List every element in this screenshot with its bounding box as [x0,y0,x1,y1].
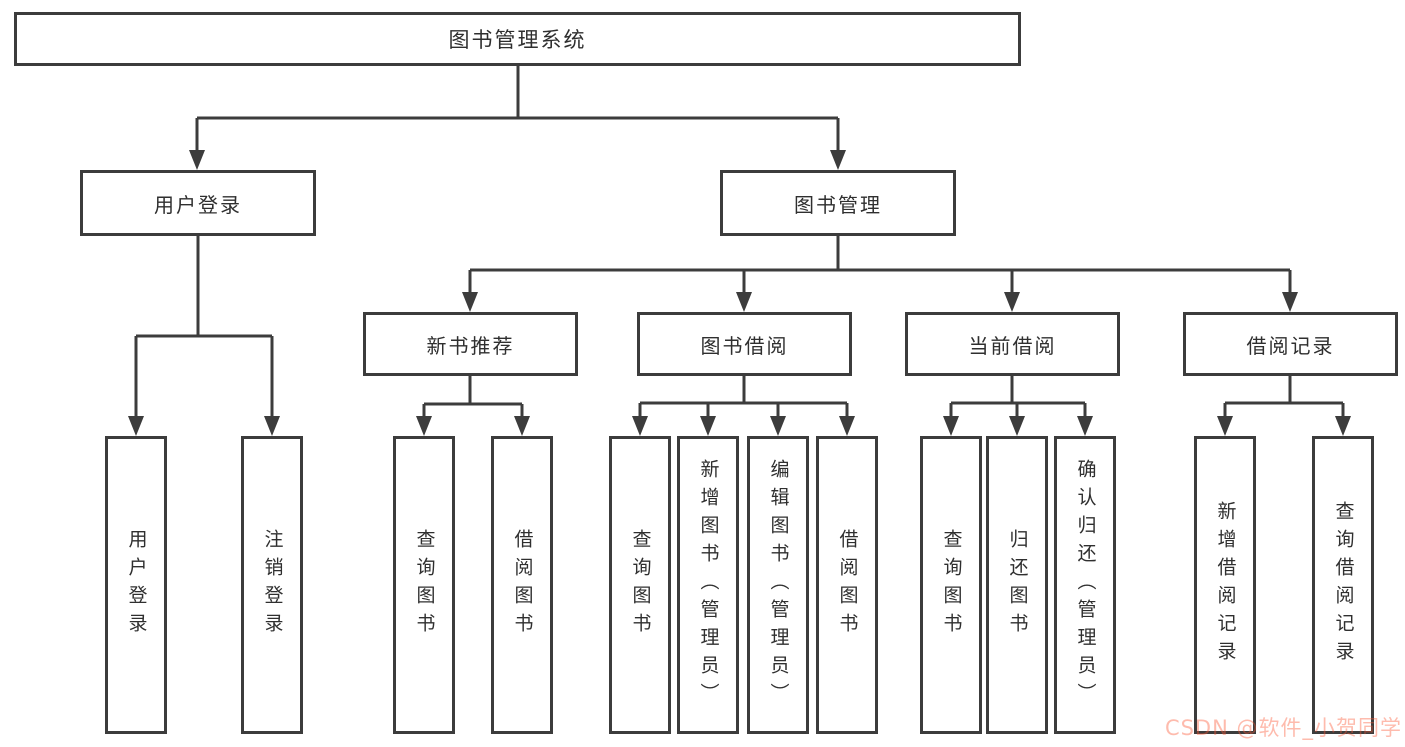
leaf-edit-book-admin: 编辑图书（管理员） [747,436,809,734]
leaf-query-books-borrowing: 查询图书 [609,436,671,734]
leaf-logout: 注销登录 [241,436,303,734]
node-user-login: 用户登录 [80,170,316,236]
leaf-user-login: 用户登录 [105,436,167,734]
node-book-borrowing: 图书借阅 [637,312,852,376]
node-borrowing-records: 借阅记录 [1183,312,1398,376]
node-label: 查询图书 [629,529,652,641]
leaf-query-books-recommend: 查询图书 [393,436,455,734]
node-current-borrowing: 当前借阅 [905,312,1120,376]
node-label: 确认归还（管理员） [1074,459,1097,711]
node-new-book-recommendation: 新书推荐 [363,312,578,376]
leaf-confirm-return-admin: 确认归还（管理员） [1054,436,1116,734]
node-label: 借阅图书 [511,529,534,641]
node-label: 归还图书 [1006,529,1029,641]
leaf-add-book-admin: 新增图书（管理员） [677,436,739,734]
node-label: 新增图书（管理员） [697,459,720,711]
leaf-return-book: 归还图书 [986,436,1048,734]
node-label: 查询借阅记录 [1332,501,1355,669]
node-library-management-system: 图书管理系统 [14,12,1021,66]
node-label: 注销登录 [261,529,284,641]
leaf-borrow-books-recommend: 借阅图书 [491,436,553,734]
node-label: 查询图书 [940,529,963,641]
arrowheads [128,150,1351,436]
node-book-management: 图书管理 [720,170,956,236]
node-label: 编辑图书（管理员） [767,459,790,711]
node-label: 查询图书 [413,529,436,641]
node-label: 新书推荐 [426,333,515,358]
node-label: 图书管理 [794,192,882,217]
csdn-watermark: CSDN @软件_小贺同学 [1164,716,1402,740]
leaf-add-borrow-record: 新增借阅记录 [1194,436,1256,734]
node-label: 借阅记录 [1246,333,1335,358]
node-label: 借阅图书 [836,529,859,641]
leaf-query-books-current: 查询图书 [920,436,982,734]
node-label: 图书管理系统 [448,28,587,52]
node-label: 当前借阅 [968,333,1057,358]
node-label: 用户登录 [125,529,148,641]
node-label: 新增借阅记录 [1214,501,1237,669]
node-label: 图书借阅 [700,333,789,358]
leaf-borrow-books-borrowing: 借阅图书 [816,436,878,734]
node-label: 用户登录 [154,192,242,217]
leaf-query-borrow-record: 查询借阅记录 [1312,436,1374,734]
